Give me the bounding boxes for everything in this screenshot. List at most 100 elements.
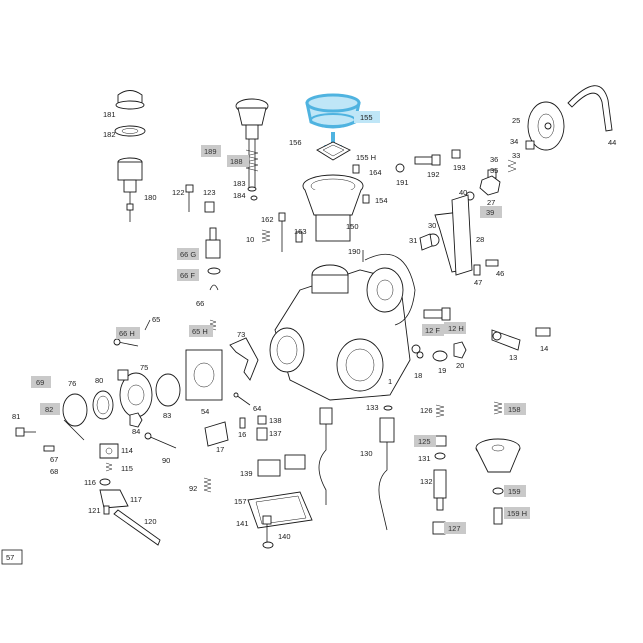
part-159-clip[interactable]	[492, 487, 504, 495]
part-139-switch[interactable]	[257, 454, 306, 477]
part-81-bolt[interactable]	[15, 427, 36, 437]
part-76-cover[interactable]	[62, 393, 88, 441]
part-150-housing[interactable]	[302, 174, 364, 242]
part-73-lever[interactable]	[229, 337, 259, 381]
label-90: 90	[162, 456, 170, 465]
part-47-screw[interactable]	[473, 264, 481, 276]
part-1-carburetor-body[interactable]	[269, 250, 416, 401]
part-126-spring[interactable]	[435, 404, 445, 418]
part-12h-washer[interactable]	[441, 307, 451, 321]
part-192-nipple[interactable]	[414, 154, 441, 166]
part-184-clip[interactable]	[250, 195, 258, 201]
part-valve-left[interactable]	[318, 407, 333, 505]
part-141-bolt[interactable]	[262, 515, 272, 544]
label-33: 33	[512, 151, 520, 160]
part-44-hose[interactable]	[567, 85, 613, 132]
part-diaphragm-cover[interactable]	[475, 438, 521, 473]
part-13-nipple[interactable]	[491, 329, 521, 351]
part-155-diaphragm-highlighted[interactable]	[305, 93, 361, 129]
label-92: 92	[189, 484, 197, 493]
part-25-pulley[interactable]	[527, 101, 565, 151]
label-34: 34	[510, 137, 518, 146]
part-16b-screw[interactable]	[239, 417, 246, 429]
part-114-bracket[interactable]	[99, 443, 119, 459]
part-137-connector[interactable]	[256, 427, 268, 441]
label-192: 192	[427, 170, 440, 179]
label-182: 182	[103, 130, 116, 139]
part-182-ring[interactable]	[114, 125, 146, 137]
part-138-plug[interactable]	[257, 415, 267, 425]
label-64: 64	[253, 404, 261, 413]
part-20-nut[interactable]	[453, 341, 467, 359]
label-54: 54	[201, 407, 209, 416]
part-121-screw[interactable]	[103, 505, 110, 515]
part-131-washer[interactable]	[434, 452, 446, 460]
label-75: 75	[140, 363, 148, 372]
part-19-washer[interactable]	[432, 350, 448, 362]
part-46-screw[interactable]	[485, 259, 499, 267]
part-28-bracket[interactable]	[451, 194, 473, 276]
label-138: 138	[269, 416, 282, 425]
part-120-rod[interactable]	[113, 509, 161, 546]
part-90-lever[interactable]	[144, 432, 177, 449]
part-123-plug[interactable]	[204, 201, 215, 213]
part-66f-ring[interactable]	[207, 267, 221, 275]
part-66-clip[interactable]	[209, 284, 219, 291]
part-133-washer[interactable]	[383, 405, 393, 411]
part-164-screw[interactable]	[352, 164, 360, 174]
label-183: 183	[233, 179, 246, 188]
label-127: 127	[448, 524, 461, 533]
part-67-screw[interactable]	[43, 445, 55, 452]
label-162: 162	[261, 215, 274, 224]
part-130-heater[interactable]	[378, 417, 395, 531]
part-12f-screw[interactable]	[423, 309, 443, 319]
part-92-spring[interactable]	[203, 477, 212, 493]
part-83-gasket[interactable]	[155, 373, 181, 407]
part-158-spring[interactable]	[493, 401, 503, 415]
part-115-spring[interactable]	[105, 462, 113, 472]
part-84-nut[interactable]	[129, 412, 143, 428]
part-181-cap[interactable]	[115, 90, 145, 110]
label-157: 157	[234, 497, 247, 506]
page-number-box	[1, 549, 23, 565]
part-75-pump[interactable]	[117, 369, 153, 418]
part-117-bracket[interactable]	[99, 489, 129, 509]
part-18-screw[interactable]	[416, 351, 424, 359]
part-193-cap[interactable]	[451, 149, 461, 159]
part-140-washer[interactable]	[262, 541, 274, 549]
part-80-ring[interactable]	[92, 390, 114, 420]
part-16-washer[interactable]	[411, 344, 421, 354]
label-35: 35	[490, 166, 498, 175]
part-156-injector[interactable]	[235, 98, 269, 190]
part-66g-valve[interactable]	[205, 227, 221, 259]
label-30: 30	[428, 221, 436, 230]
part-132-sensor[interactable]	[433, 469, 447, 511]
part-65-screw[interactable]	[144, 319, 151, 331]
part-54-pump-housing[interactable]	[185, 349, 223, 401]
part-34-nut[interactable]	[525, 140, 535, 150]
label-66f: 66 F	[180, 271, 195, 280]
part-127-cap[interactable]	[432, 521, 446, 535]
part-191-washer[interactable]	[395, 163, 405, 173]
part-10-spring[interactable]	[261, 229, 271, 243]
part-162-needle[interactable]	[278, 212, 286, 252]
part-31-lever[interactable]	[419, 233, 433, 251]
part-154-screw[interactable]	[362, 194, 370, 204]
part-157-gasket[interactable]	[247, 491, 313, 529]
part-180-sensor[interactable]	[117, 157, 143, 222]
part-163-screw[interactable]	[295, 231, 303, 243]
part-64-screw[interactable]	[233, 392, 251, 406]
part-159h-screw[interactable]	[493, 507, 503, 525]
part-27-nut[interactable]	[479, 175, 501, 196]
label-10: 10	[246, 235, 254, 244]
part-35-spring[interactable]	[507, 159, 517, 173]
label-114: 114	[121, 446, 133, 455]
label-46: 46	[496, 269, 504, 278]
part-66h-screw[interactable]	[113, 338, 139, 347]
part-183-seal[interactable]	[247, 186, 257, 192]
part-155h-o-ring[interactable]	[316, 141, 351, 161]
part-14-screw[interactable]	[535, 327, 551, 337]
part-17-bracket[interactable]	[204, 421, 229, 447]
part-122-bolt[interactable]	[185, 184, 194, 212]
part-116-washer[interactable]	[99, 478, 111, 486]
